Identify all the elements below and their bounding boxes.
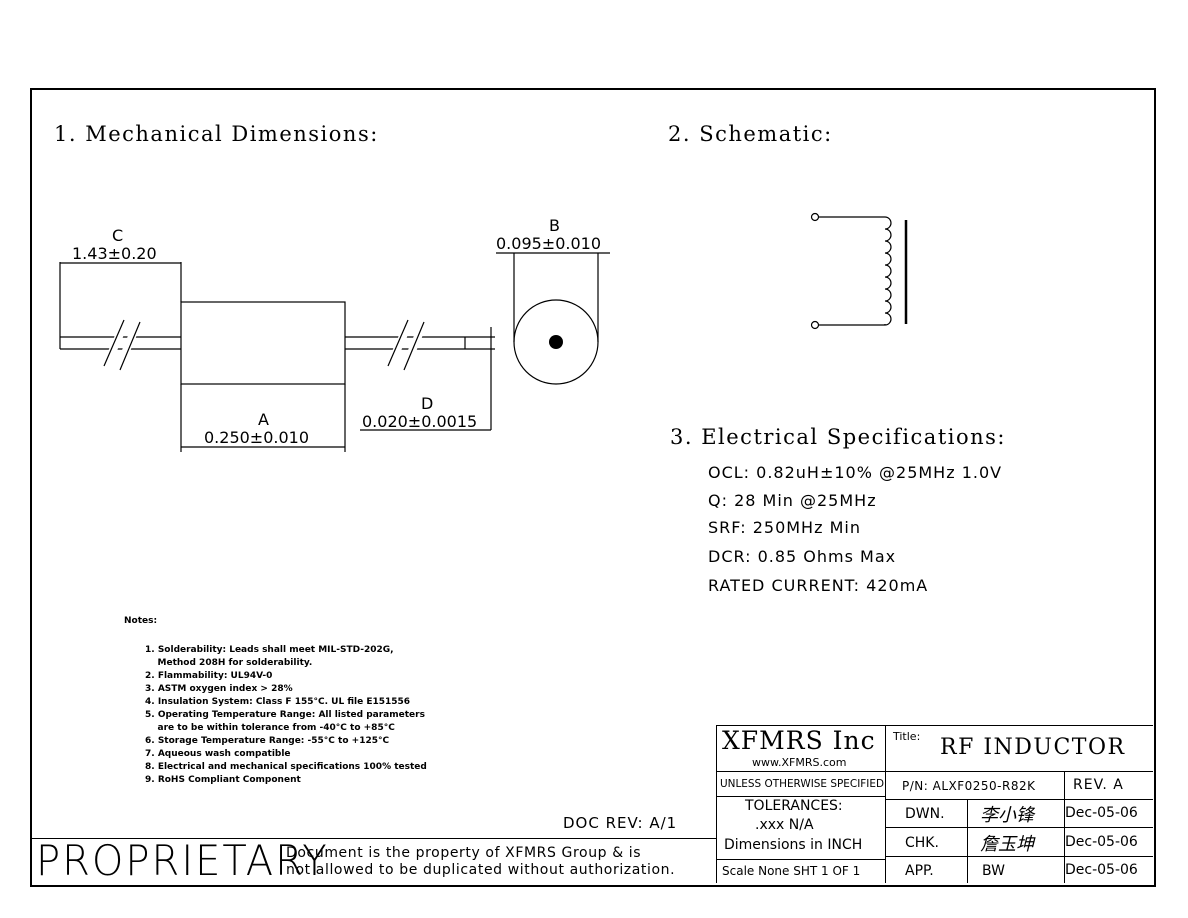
notes-list: 1. Solderability: Leads shall meet MIL-S… (145, 631, 427, 800)
dim-b-value: 0.095±0.010 (496, 234, 602, 253)
mechanical-heading: 1. Mechanical Dimensions: (54, 122, 379, 146)
scale-sheet: Scale None SHT 1 OF 1 (722, 864, 861, 878)
note-item: 8. Electrical and mechanical specificati… (145, 762, 427, 772)
tolerance-xxx: .xxx N/A (755, 817, 814, 833)
note-item: 5. Operating Temperature Range: All list… (145, 710, 425, 720)
tolerances: TOLERANCES: (745, 798, 843, 814)
revision: REV. A (1073, 777, 1124, 793)
unless-specified: UNLESS OTHERWISE SPECIFIED (720, 777, 885, 790)
spec-dcr: DCR: 0.85 Ohms Max (708, 547, 897, 566)
note-item: Method 208H for solderability. (145, 658, 313, 668)
dim-b-label: B (549, 216, 560, 235)
spec-rated-current: RATED CURRENT: 420mA (708, 576, 929, 595)
note-item: 6. Storage Temperature Range: -55°C to +… (145, 736, 390, 746)
title-label: Title: (893, 730, 921, 743)
proprietary-line2: not allowed to be duplicated without aut… (286, 862, 676, 878)
dim-c-label: C (112, 226, 124, 245)
proprietary-divider (31, 838, 716, 839)
company-website: www.XFMRS.com (752, 756, 847, 769)
dwn-date: Dec-05-06 (1065, 805, 1138, 821)
dim-c-value: 1.43±0.20 (72, 244, 157, 263)
spec-ocl: OCL: 0.82uH±10% @25MHz 1.0V (708, 463, 1003, 482)
drawing-title: RF INDUCTOR (940, 735, 1126, 760)
note-item: are to be within tolerance from -40°C to… (145, 723, 395, 733)
dimensions-unit: Dimensions in INCH (724, 837, 863, 853)
dim-d-label: D (421, 394, 434, 413)
electrical-heading: 3. Electrical Specifications: (670, 425, 1006, 449)
doc-rev: DOC REV: A/1 (563, 814, 678, 832)
notes-title: Notes: (124, 616, 158, 626)
chk-label: CHK. (905, 835, 939, 851)
note-item: 1. Solderability: Leads shall meet MIL-S… (145, 645, 394, 655)
spec-q: Q: 28 Min @25MHz (708, 491, 877, 510)
chk-date: Dec-05-06 (1065, 834, 1138, 850)
inductor-body (180, 301, 346, 385)
drawing-border (30, 88, 1156, 887)
app-label: APP. (905, 863, 934, 879)
spec-srf: SRF: 250MHz Min (708, 518, 861, 537)
dim-d-value: 0.020±0.0015 (362, 412, 478, 431)
note-item: 7. Aqueous wash compatible (145, 749, 291, 759)
dim-a-label: A (258, 410, 269, 429)
note-item: 3. ASTM oxygen index > 28% (145, 684, 293, 694)
app-name: BW (982, 863, 1005, 879)
dwn-label: DWN. (905, 806, 945, 822)
dwn-signature: 李小锋 (980, 805, 1034, 826)
company-name: XFMRS Inc (722, 726, 876, 755)
dim-a-value: 0.250±0.010 (204, 428, 310, 447)
note-item: 9. RoHS Compliant Component (145, 775, 301, 785)
app-date: Dec-05-06 (1065, 862, 1138, 878)
proprietary-label: PROPRIETARY (36, 836, 329, 886)
chk-signature: 詹玉坤 (980, 834, 1034, 855)
part-number: P/N: ALXF0250-R82K (902, 779, 1036, 793)
note-item: 4. Insulation System: Class F 155°C. UL … (145, 697, 411, 707)
schematic-heading: 2. Schematic: (668, 122, 833, 146)
note-item: 2. Flammability: UL94V-0 (145, 671, 273, 681)
schematic-symbol (810, 212, 892, 330)
proprietary-line1: Document is the property of XFMRS Group … (286, 845, 642, 861)
lead-dot (549, 335, 563, 349)
